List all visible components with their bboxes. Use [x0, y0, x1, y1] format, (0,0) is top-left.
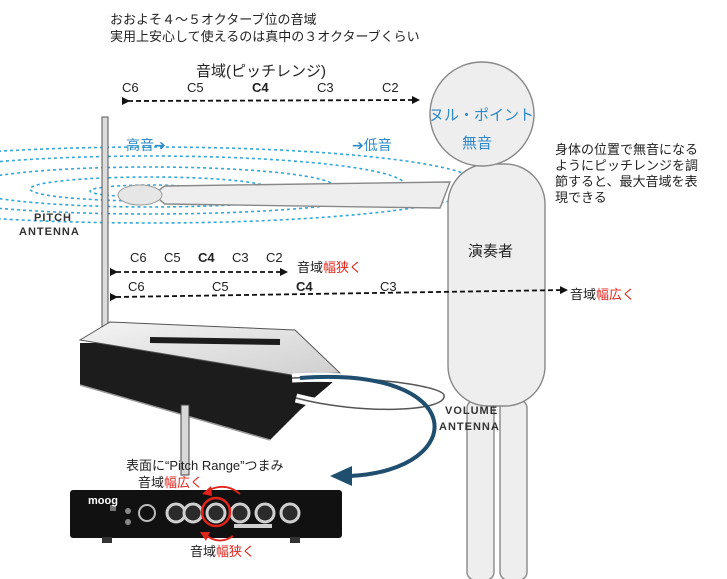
- performer-label: 演奏者: [468, 243, 514, 260]
- side-note-line: ようにピッチレンジを調: [555, 158, 699, 173]
- null-point-label: ヌル・ポイント: [429, 107, 535, 124]
- narrow-scale-note: C2: [266, 250, 283, 265]
- performer-figure: [156, 61, 546, 579]
- top-scale-note: C6: [122, 80, 139, 95]
- theremin-cabinet: [78, 321, 342, 476]
- narrow-scale-note: C4: [198, 250, 215, 265]
- narrow-scale-note: C3: [232, 250, 249, 265]
- panel-pointer-arrow: [299, 374, 437, 478]
- pitch-antenna-label: PITCH: [34, 212, 72, 224]
- null-point-silence: 無音: [462, 135, 493, 152]
- pitch-range-title: 音域(ピッチレンジ): [196, 63, 326, 80]
- pitch-antenna-rod: [101, 116, 109, 346]
- side-note-line: 節すると、最大音域を表: [555, 174, 698, 189]
- wide-scale-note: C6: [128, 279, 145, 294]
- wide-scale-note: C4: [296, 279, 313, 294]
- narrow-range-label: 音域幅狭く: [297, 260, 363, 275]
- volume-antenna-label: VOLUME: [445, 405, 499, 417]
- low-pitch-label: ➔低音: [352, 137, 392, 153]
- narrow-scale-note: C6: [130, 250, 147, 265]
- pitch-range-knob-highlight: [200, 496, 232, 528]
- wide-scale-note: C3: [380, 279, 397, 294]
- side-note-line: 身体の位置で無音になる: [555, 142, 699, 157]
- panel-caption: 表面に“Pitch Range”つまみ: [126, 458, 284, 473]
- pitch-antenna-label: ANTENNA: [19, 226, 80, 238]
- performer-hand: [117, 184, 163, 206]
- panel-wide-label: 音域幅広く: [138, 475, 204, 490]
- volume-antenna-label: ANTENNA: [439, 421, 500, 433]
- wide-range-arrow: [109, 286, 568, 302]
- top-scale-note: C3: [317, 80, 334, 95]
- high-pitch-label: 高音➔: [126, 137, 166, 153]
- panel-narrow-label: 音域幅狭く: [190, 544, 256, 559]
- top-range-arrow: [121, 96, 420, 106]
- wide-range-label: 音域幅広く: [570, 287, 636, 302]
- side-note-line: 現できる: [555, 190, 607, 205]
- control-panel: [70, 485, 342, 543]
- top-scale-note: C4: [252, 80, 269, 95]
- top-scale-note: C5: [187, 80, 204, 95]
- header-line-1: おおよそ４～５オクターブ位の音域: [110, 12, 317, 27]
- narrow-scale-note: C5: [164, 250, 181, 265]
- wide-scale-note: C5: [212, 279, 229, 294]
- header-line-2: 実用上安心して使えるのは真中の３オクターブくらい: [110, 29, 420, 44]
- top-scale-note: C2: [382, 80, 399, 95]
- moog-logo: moog: [88, 495, 118, 507]
